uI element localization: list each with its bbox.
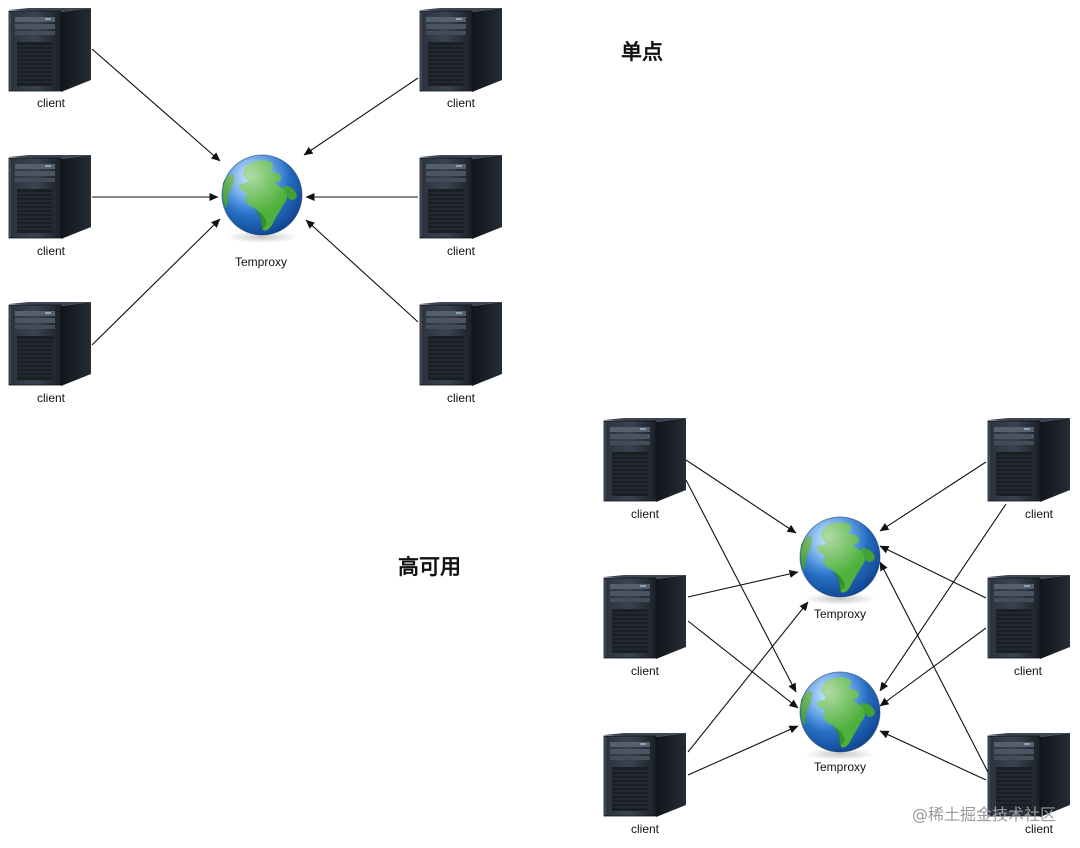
edge-s-c4 <box>303 77 419 156</box>
server-tower-icon <box>8 302 92 387</box>
client-label: client <box>37 96 66 110</box>
edge-h-r1-p1 <box>879 461 987 532</box>
server-tower-icon <box>8 155 92 240</box>
single-client-1: client <box>8 8 92 110</box>
edge-h-l2-p1 <box>687 569 799 598</box>
single-client-5: client <box>419 155 503 258</box>
server-tower-icon <box>419 302 503 387</box>
high-availability-title: 高可用 <box>398 555 461 579</box>
single-client-2: client <box>8 155 92 258</box>
single-point-title: 单点 <box>621 40 663 64</box>
edge-s-c3 <box>91 218 221 346</box>
ha-client-4: client <box>987 418 1071 521</box>
client-label: client <box>631 822 660 836</box>
server-tower-icon <box>987 575 1071 660</box>
server-tower-icon <box>603 575 687 660</box>
server-tower-icon <box>419 155 503 240</box>
edge-s-c6 <box>305 219 419 323</box>
server-tower-icon <box>603 733 687 818</box>
server-tower-icon <box>419 8 503 93</box>
ha-proxy-label: Temproxy <box>814 607 866 621</box>
globe-icon <box>799 671 881 761</box>
client-label: client <box>1014 664 1043 678</box>
edge-h-r1-p2 <box>879 503 1007 692</box>
high-availability-section: 高可用 Temproxy Temproxy <box>398 418 1071 836</box>
ha-edges <box>685 459 1011 816</box>
client-label: client <box>447 244 476 258</box>
ha-proxy-1: Temproxy <box>799 516 881 621</box>
single-client-6: client <box>419 302 503 405</box>
globe-icon <box>799 516 881 606</box>
single-point-section: 单点 Temproxy client client client <box>8 8 663 405</box>
client-label: client <box>1025 822 1054 836</box>
edge-h-l3-p1 <box>687 601 809 753</box>
client-label: client <box>37 244 66 258</box>
edge-h-r3-p2 <box>879 730 987 781</box>
client-label: client <box>631 664 660 678</box>
single-client-3: client <box>8 302 92 405</box>
edge-h-r2-p1 <box>879 545 987 599</box>
ha-proxy-2: Temproxy <box>799 671 881 774</box>
client-label: client <box>631 507 660 521</box>
client-label: client <box>447 391 476 405</box>
globe-icon <box>221 154 303 244</box>
server-tower-icon <box>8 8 92 93</box>
server-tower-icon <box>987 418 1071 503</box>
client-label: client <box>1025 507 1054 521</box>
ha-client-3: client <box>603 733 687 836</box>
edge-h-l1-p2 <box>685 479 797 693</box>
single-client-4: client <box>419 8 503 110</box>
edge-h-r2-p2 <box>879 627 987 707</box>
ha-client-5: client <box>987 575 1071 678</box>
single-proxy: Temproxy <box>221 154 303 269</box>
client-label: client <box>37 391 66 405</box>
edge-h-l2-p2 <box>687 620 799 709</box>
ha-proxy-label: Temproxy <box>814 760 866 774</box>
ha-client-6: client <box>987 733 1071 836</box>
edge-s-c1 <box>91 48 221 162</box>
ha-client-2: client <box>603 575 687 678</box>
brand-watermark: @稀土掘金技术社区 <box>912 805 1056 824</box>
ha-client-1: client <box>603 418 687 521</box>
server-tower-icon <box>603 418 687 503</box>
single-point-edges <box>91 48 419 346</box>
edge-h-l3-p2 <box>687 725 799 776</box>
single-proxy-label: Temproxy <box>235 255 287 269</box>
client-label: client <box>447 96 476 110</box>
edge-h-l1-p1 <box>685 459 797 534</box>
